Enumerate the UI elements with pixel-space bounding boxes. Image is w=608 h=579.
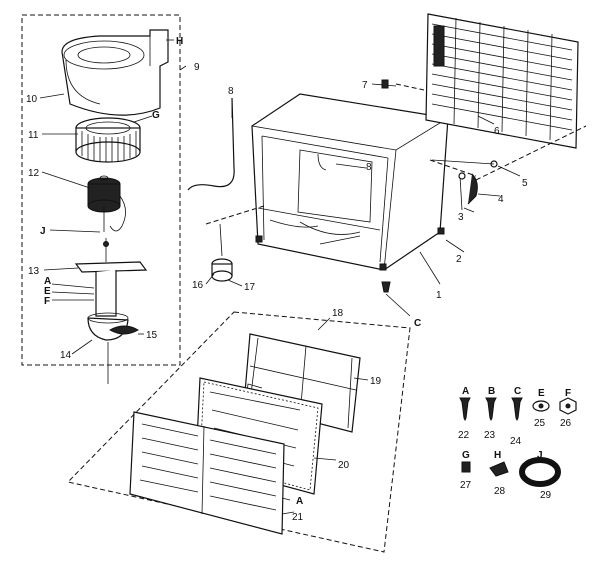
filter-assembly-enclosure — [67, 311, 411, 553]
callout-15: 15 — [146, 330, 158, 341]
letter-h-top: H — [176, 36, 183, 47]
rear-fittings — [419, 115, 521, 285]
blower-leader-lines — [39, 39, 187, 384]
letter-f-left: F — [44, 296, 50, 307]
letter-a-hardware: A — [462, 386, 469, 397]
letter-a-panel: A — [296, 496, 303, 507]
letter-f-hardware: F — [565, 388, 571, 399]
callout-19: 19 — [370, 376, 382, 387]
letter-j-hardware: J — [537, 450, 543, 461]
callout-20: 20 — [338, 460, 350, 471]
callout-11: 11 — [28, 130, 39, 141]
hardware-gasket-j — [519, 457, 561, 487]
blower-motor — [87, 175, 126, 232]
callout-5: 5 — [522, 178, 528, 189]
letter-e-left: E — [44, 286, 51, 297]
float-assembly — [205, 205, 265, 287]
blower-assembly-enclosure — [21, 14, 181, 366]
callout-18: 18 — [332, 308, 344, 319]
rear-dashed-lines — [395, 83, 587, 181]
letter-e-hardware: E — [538, 388, 545, 399]
callout-10: 10 — [26, 94, 38, 105]
callout-26: 26 — [560, 418, 572, 429]
callout-8-tube: 8 — [228, 86, 234, 97]
letter-j-left: J — [40, 226, 46, 237]
callout-6: 6 — [494, 126, 500, 137]
letter-g-hardware: G — [462, 450, 470, 461]
water-tube — [187, 97, 235, 191]
callout-24: 24 — [510, 436, 522, 447]
callout-28: 28 — [494, 486, 506, 497]
lower-leader-lines — [281, 317, 369, 515]
callout-16: 16 — [192, 280, 204, 291]
callout-12: 12 — [28, 168, 40, 179]
callout-17: 17 — [244, 282, 256, 293]
callout-13: 13 — [28, 266, 40, 277]
letter-g-top: G — [152, 110, 160, 121]
hardware-nut-e — [532, 400, 550, 412]
cabinet — [251, 93, 449, 271]
callout-2: 2 — [456, 254, 462, 265]
letter-c-hardware: C — [514, 386, 521, 397]
hardware-screw-a — [459, 397, 471, 422]
letter-a-left: A — [44, 276, 51, 287]
slinger-plate — [108, 325, 140, 335]
rear-grille — [425, 13, 579, 149]
motor-mount-bracket — [74, 238, 148, 317]
callout-4: 4 — [498, 194, 504, 205]
callout-25: 25 — [534, 418, 546, 429]
callout-14: 14 — [60, 350, 72, 361]
callout-21: 21 — [292, 512, 304, 523]
callout-22: 22 — [458, 430, 470, 441]
callout-8-cabinet: 8 — [366, 162, 372, 173]
callout-7: 7 — [362, 80, 368, 91]
drain-plug — [381, 281, 411, 317]
hardware-screw-c — [511, 397, 523, 422]
top-bracket — [371, 79, 397, 89]
letter-b-hardware: B — [488, 386, 495, 397]
callout-23: 23 — [484, 430, 496, 441]
hardware-fitting-g — [461, 461, 471, 473]
callout-3: 3 — [458, 212, 464, 223]
letter-h-hardware: H — [494, 450, 501, 461]
callout-9: 9 — [194, 62, 200, 73]
letter-c-bottom: C — [414, 318, 421, 329]
callout-29: 29 — [540, 490, 552, 501]
front-louver-panel — [129, 411, 285, 535]
blower-wheel — [75, 117, 141, 163]
callout-27: 27 — [460, 480, 472, 491]
hardware-screw-b — [485, 397, 497, 422]
callout-1: 1 — [436, 290, 442, 301]
hardware-clip-h — [489, 461, 509, 477]
hardware-nut-f — [559, 397, 577, 415]
blower-housing — [61, 29, 169, 116]
